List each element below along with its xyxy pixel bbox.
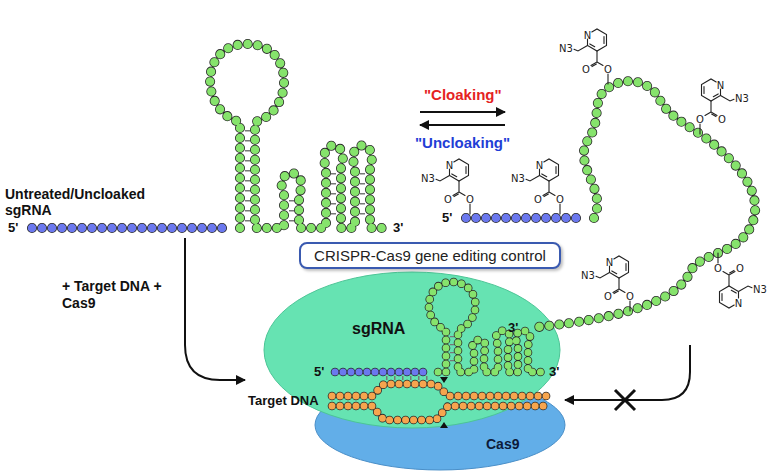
connector-arrow	[420, 124, 505, 126]
base-pairs	[331, 173, 336, 222]
rna-guide-beads	[466, 214, 584, 223]
atom-label: N	[584, 29, 591, 40]
base-pairs	[245, 130, 250, 222]
box-title: CRISPR-Cas9 gene editing control	[314, 247, 546, 264]
rna-coil-beads	[530, 81, 755, 328]
atom-label: N3	[581, 270, 595, 281]
dna-strand-beads	[332, 406, 548, 420]
end-label: 3'	[393, 221, 403, 235]
base-pairs	[386, 376, 434, 380]
atom-label: O	[466, 194, 474, 205]
atom-label: N3	[421, 173, 435, 184]
atom-label: O	[736, 263, 744, 274]
part-name: sgRNA	[352, 320, 405, 338]
atom-label: O	[626, 291, 634, 302]
blocked-cross	[615, 390, 635, 410]
process-box: CRISPR-Cas9 gene editing control	[299, 242, 561, 269]
part-name: Cas9	[486, 436, 519, 452]
rna-guide-beads	[466, 213, 584, 223]
part-name: Target DNA	[248, 393, 319, 409]
end-label: 3'	[508, 321, 518, 335]
atom-label: O	[534, 194, 542, 205]
rna-scaffold-beads	[210, 44, 386, 228]
base-pairs	[360, 173, 365, 222]
cloaked-sgrna-structure: 3'	[505, 5, 775, 345]
rna-guide-beads	[335, 368, 430, 377]
atom-label: O	[582, 64, 590, 75]
edge-label: "Uncloaking"	[415, 134, 510, 152]
atom-label: N3	[753, 284, 767, 295]
atom-label: N	[735, 297, 742, 308]
picolinyl-group	[718, 253, 752, 308]
sgrna-structure: Untreated/Uncloaked sgRNA 5' 3'	[5, 40, 420, 238]
cut-site	[440, 377, 448, 383]
connector-arrow	[185, 238, 245, 380]
atom-label: O	[556, 194, 564, 205]
atom-label: O	[604, 291, 612, 302]
rna-guide-beads	[32, 223, 232, 233]
atom-label: N3	[511, 173, 525, 184]
connector-arrow	[420, 111, 505, 113]
rna-guide-beads	[32, 224, 232, 233]
connector-arrow	[565, 345, 690, 400]
edge-label: + Target DNA + Cas9	[62, 278, 172, 312]
dna-strand-beads	[332, 406, 548, 420]
picolinyl-group	[526, 159, 560, 214]
end-label: 5'	[314, 365, 324, 379]
atom-label: N3	[735, 93, 749, 104]
edge-label: "Cloaking"	[424, 86, 502, 104]
picolinyl-group	[436, 159, 470, 214]
picolinyl-group	[574, 29, 608, 84]
base-pairs	[450, 336, 454, 368]
rna-coil-beads	[530, 81, 755, 328]
dna-strand-beads	[332, 384, 548, 396]
end-label: 5'	[8, 221, 18, 235]
rna-scaffold-beads	[429, 282, 542, 372]
atom-label: O	[604, 64, 612, 75]
base-pairs	[289, 200, 294, 222]
atom-label: N	[717, 79, 724, 90]
end-label: 3'	[549, 365, 559, 379]
atom-label: O	[714, 263, 722, 274]
atom-label: O	[718, 114, 726, 125]
atom-label: N3	[559, 43, 573, 54]
rna-scaffold-beads	[210, 44, 386, 228]
cut-site	[440, 422, 448, 428]
cas9-complex: sgRNA 5' 3' Target DNA Cas9	[245, 272, 565, 470]
rna-scaffold-beads	[429, 282, 542, 372]
atom-label: N	[446, 159, 453, 170]
atom-label: N	[606, 256, 613, 267]
structure-title: Untreated/Uncloaked sgRNA	[5, 186, 157, 218]
end-label: 5'	[442, 211, 452, 225]
atom-label: N	[536, 159, 543, 170]
picolinyl-group	[700, 79, 734, 134]
rna-guide-beads	[335, 369, 430, 376]
atom-label: O	[696, 114, 704, 125]
picolinyl-group	[596, 256, 630, 311]
dna-strand-beads	[332, 384, 548, 396]
atom-label: O	[444, 194, 452, 205]
